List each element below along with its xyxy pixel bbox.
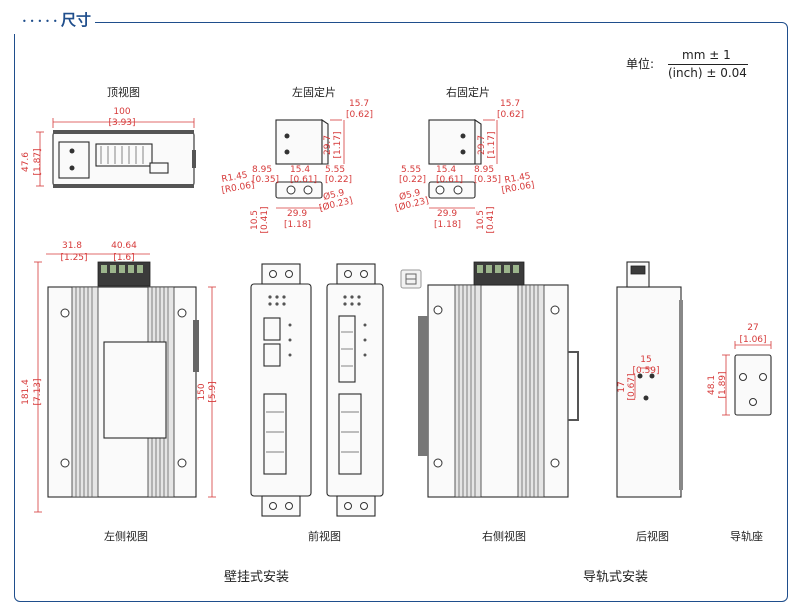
- dim-top-width-in: [3.93]: [108, 118, 135, 128]
- page-title: 尺寸: [57, 9, 96, 30]
- dim-rv-17-mm: 17: [617, 381, 627, 392]
- dim-lb-29-9-mm: 29.9: [287, 209, 307, 219]
- dim-rb-d5-9-mm: Ø5.9: [398, 187, 422, 203]
- diagram-frame: [14, 22, 788, 602]
- label-right-bracket: 右固定片: [446, 86, 490, 99]
- dim-rv-17-in: [0.67]: [627, 373, 637, 400]
- dim-lb-8-95-mm: 8.95: [252, 165, 272, 175]
- dim-rb-10-5-in: [0.41]: [486, 206, 496, 233]
- dim-lb-8-95-in: [0.35]: [252, 175, 279, 185]
- din-base-drawing: [722, 341, 772, 416]
- dim-rb-15-4-in: [0.61]: [436, 175, 463, 185]
- dim-lb-r1-45-mm: R1.45: [221, 171, 249, 185]
- dim-ls-150-mm: 150: [197, 383, 207, 400]
- dim-rb-5-55-in: [0.22]: [399, 175, 426, 185]
- dim-rb-29-7-in: [1.17]: [487, 131, 497, 158]
- label-top-view: 顶视图: [107, 86, 140, 99]
- dim-lb-5-55-in: [0.22]: [325, 175, 352, 185]
- dim-ls-40-64-mm: 40.64: [111, 241, 137, 251]
- label-left-side-view: 左侧视图: [104, 530, 148, 543]
- unit-label: 单位:: [626, 57, 655, 71]
- dim-lb-29-9-in: [1.18]: [284, 220, 311, 230]
- dim-din-48-1-mm: 48.1: [707, 375, 717, 395]
- dim-rb-10-5-mm: 10.5: [476, 210, 486, 230]
- dim-rb-15-7-mm: 15.7: [500, 99, 520, 109]
- right-side-view-drawing: [418, 261, 579, 498]
- unit-fraction-bar: [668, 64, 748, 65]
- dim-ls-181-4-in: [7.13]: [33, 378, 43, 405]
- dim-lb-29-7-mm: 29.7: [323, 135, 333, 155]
- unit-mm: mm ± 1: [682, 48, 731, 62]
- label-left-bracket: 左固定片: [292, 86, 336, 99]
- dim-rb-5-55-mm: 5.55: [401, 165, 421, 175]
- dim-lb-29-7-in: [1.17]: [333, 131, 343, 158]
- top-view-drawing: [36, 118, 196, 188]
- label-rear-view: 后视图: [636, 530, 669, 543]
- zoom-icon: [400, 269, 422, 289]
- dim-lb-5-55-mm: 5.55: [325, 165, 345, 175]
- dim-rv-15-mm: 15: [640, 355, 651, 365]
- dim-lb-10-5-in: [0.41]: [260, 206, 270, 233]
- right-bracket-drawing: [428, 118, 498, 209]
- dim-top-width-mm: 100: [113, 107, 130, 117]
- dim-ls-40-64-in: [1.6]: [113, 253, 134, 263]
- dim-ls-181-4-mm: 181.4: [21, 379, 31, 405]
- dim-lb-15-4-in: [0.61]: [290, 175, 317, 185]
- dim-lb-10-5-mm: 10.5: [250, 210, 260, 230]
- front-view-unit-b: [326, 263, 384, 517]
- dim-ls-31-8-in: [1.25]: [60, 253, 87, 263]
- label-right-side-view: 右侧视图: [482, 530, 526, 543]
- dim-top-depth-mm: 47.6: [21, 152, 31, 172]
- dim-lb-15-7-mm: 15.7: [349, 99, 369, 109]
- dim-rb-8-95-in: [0.35]: [474, 175, 501, 185]
- dim-rb-8-95-mm: 8.95: [474, 165, 494, 175]
- label-din-base: 导轨座: [730, 530, 763, 543]
- front-view-unit-a: [250, 263, 312, 517]
- section-din-rail-mount: 导轨式安装: [583, 570, 649, 585]
- rear-view-drawing: [616, 261, 683, 498]
- label-front-view: 前视图: [308, 530, 341, 543]
- dim-lb-15-4-mm: 15.4: [290, 165, 310, 175]
- dim-lb-d5-9-mm: Ø5.9: [322, 187, 346, 203]
- dim-rb-29-9-in: [1.18]: [434, 220, 461, 230]
- dim-rb-15-7-in: [0.62]: [497, 110, 524, 120]
- left-bracket-drawing: [275, 118, 345, 209]
- dim-ls-31-8-mm: 31.8: [62, 241, 82, 251]
- dim-ls-150-in: [5.9]: [208, 381, 218, 402]
- dim-rb-r1-45-mm: R1.45: [504, 172, 532, 186]
- header-dots: •••••: [22, 17, 61, 26]
- dim-din-27-in: [1.06]: [739, 335, 766, 345]
- dim-rb-15-4-mm: 15.4: [436, 165, 456, 175]
- dim-top-depth-in: [1.87]: [33, 148, 43, 175]
- dim-din-27-mm: 27: [747, 323, 758, 333]
- dim-din-48-1-in: [1.89]: [718, 371, 728, 398]
- section-wall-mount: 壁挂式安装: [224, 570, 290, 585]
- dim-rb-29-7-mm: 29.7: [477, 135, 487, 155]
- left-side-view-drawing: [34, 253, 216, 513]
- dim-lb-15-7-in: [0.62]: [346, 110, 373, 120]
- dim-rv-15-in: [0.59]: [632, 366, 659, 376]
- dim-rb-29-9-mm: 29.9: [437, 209, 457, 219]
- unit-inch: (inch) ± 0.04: [668, 66, 747, 80]
